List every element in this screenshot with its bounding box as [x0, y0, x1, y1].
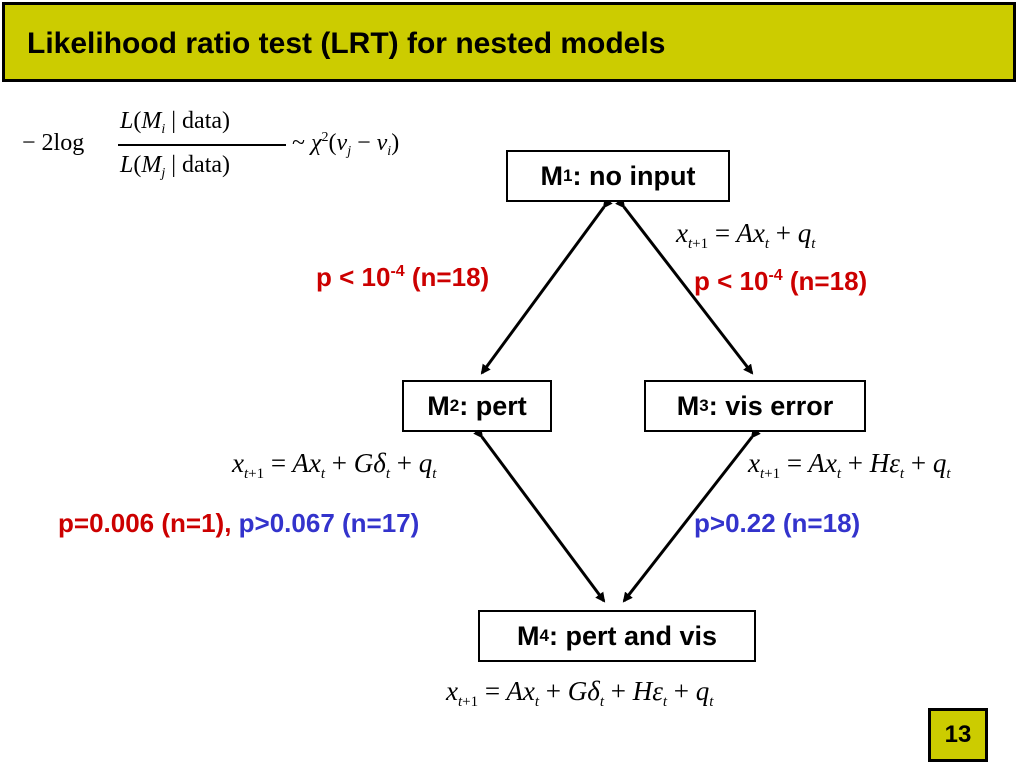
arrow-m2-m4	[473, 427, 606, 603]
arrow-m3-m4	[622, 427, 761, 603]
equation-m3: xt+1 = Axt + Hεt + qt	[748, 448, 951, 482]
formula-chi-square: ~ χ2(νj − νi)	[292, 130, 400, 159]
pvalue-m1-m3: p < 10-4 (n=18)	[694, 266, 868, 296]
formula-prefix: − 2log	[22, 130, 85, 156]
slide-title: Likelihood ratio test (LRT) for nested m…	[27, 27, 666, 60]
formula-denominator: L(Mj | data)	[120, 152, 231, 181]
pvalue-m2-m4-not-significant: p>0.067 (n=17)	[231, 508, 420, 538]
equation-m2: xt+1 = Axt + Gδt + qt	[232, 448, 437, 482]
arrow-m1-m2	[480, 197, 613, 375]
formula-fraction-bar	[118, 144, 286, 146]
arrow-m1-m3	[615, 197, 754, 375]
formula-numerator: L(Mi | data)	[120, 108, 231, 137]
pvalue-m2-m4-significant: p=0.006 (n=1),	[58, 508, 232, 538]
pvalue-m1-m2: p < 10-4 (n=18)	[316, 262, 490, 292]
page-number: 13	[928, 708, 988, 762]
equation-m4: xt+1 = Axt + Gδt + Hεt + qt	[446, 676, 714, 710]
equation-m1: xt+1 = Axt + qt	[676, 218, 816, 252]
title-bar: Likelihood ratio test (LRT) for nested m…	[2, 2, 1016, 82]
pvalue-m3-m4: p>0.22 (n=18)	[694, 508, 861, 538]
pvalue-m2-m4: p=0.006 (n=1), p>0.067 (n=17)	[58, 508, 419, 539]
